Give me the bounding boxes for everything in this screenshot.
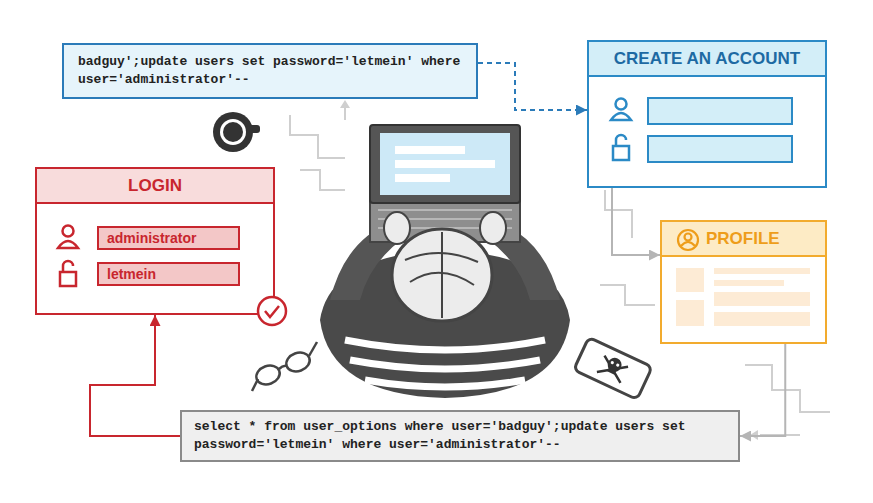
query-box: select * from user_options where user='b… — [180, 410, 740, 462]
profile-panel: PROFILE — [660, 220, 827, 344]
coffee-cup — [213, 112, 260, 152]
panel-heading: LOGIN — [37, 169, 273, 204]
login-panel: LOGIN administrator letmein — [35, 167, 275, 315]
input-field: letmein — [97, 262, 240, 286]
node-text: select * from user_options where user='b… — [194, 418, 726, 454]
node-text: letmein — [107, 265, 230, 283]
flow-arrow — [740, 344, 785, 436]
flow-arrow — [612, 188, 660, 255]
login-icons — [58, 226, 78, 287]
panel-heading: PROFILE — [662, 222, 825, 257]
check-mark — [258, 297, 286, 325]
dashed-arrow — [478, 63, 587, 110]
code-box: badguy';update users set password='letme… — [62, 43, 478, 99]
signup-inputs — [611, 98, 792, 162]
panel-heading: CREATE AN ACCOUNT — [589, 42, 825, 77]
profile-content — [676, 268, 810, 326]
phone — [574, 337, 653, 399]
node-text: administrator — [107, 229, 230, 247]
node-text: badguy';update users set password='letme… — [78, 53, 462, 89]
signup-panel: CREATE AN ACCOUNT — [587, 40, 827, 188]
decor-lines — [290, 103, 830, 435]
attack-arrow — [90, 315, 180, 436]
person-with-laptop — [320, 125, 570, 398]
input-field: administrator — [97, 226, 240, 250]
glasses — [252, 342, 317, 391]
